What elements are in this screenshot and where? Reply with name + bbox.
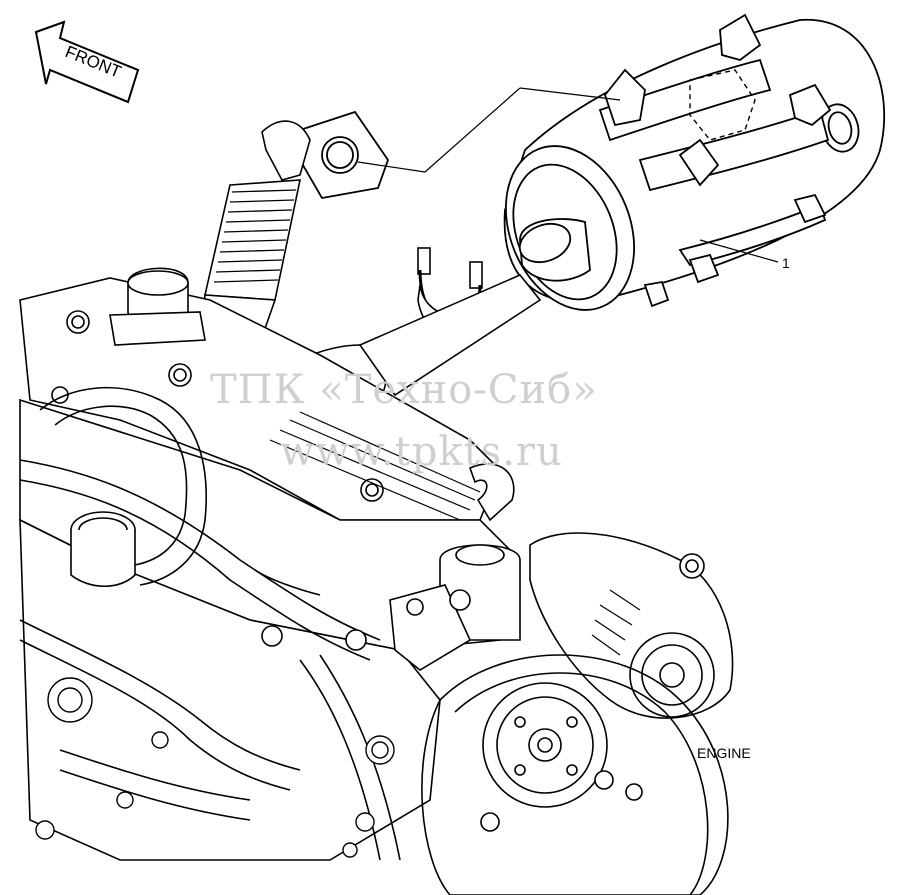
callout-part-1: 1 xyxy=(699,239,790,271)
engine-block xyxy=(19,267,521,861)
watermark-url: www.tpkts.ru xyxy=(280,429,563,475)
front-direction-arrow: FRONT xyxy=(34,20,140,104)
water-pump-pulley xyxy=(421,654,729,895)
muffler-part-1 xyxy=(503,13,886,311)
alternator xyxy=(529,532,734,719)
watermark: ТПК «Техно-Сиб» www.tpkts.ru xyxy=(210,367,598,475)
thermostat-housing xyxy=(261,544,521,671)
engine-label: ENGINE xyxy=(697,745,751,761)
part-1-number: 1 xyxy=(782,255,790,271)
watermark-company: ТПК «Техно-Сиб» xyxy=(210,367,598,413)
coolant-outlet-left xyxy=(70,511,136,587)
misc-fasteners xyxy=(35,677,395,858)
